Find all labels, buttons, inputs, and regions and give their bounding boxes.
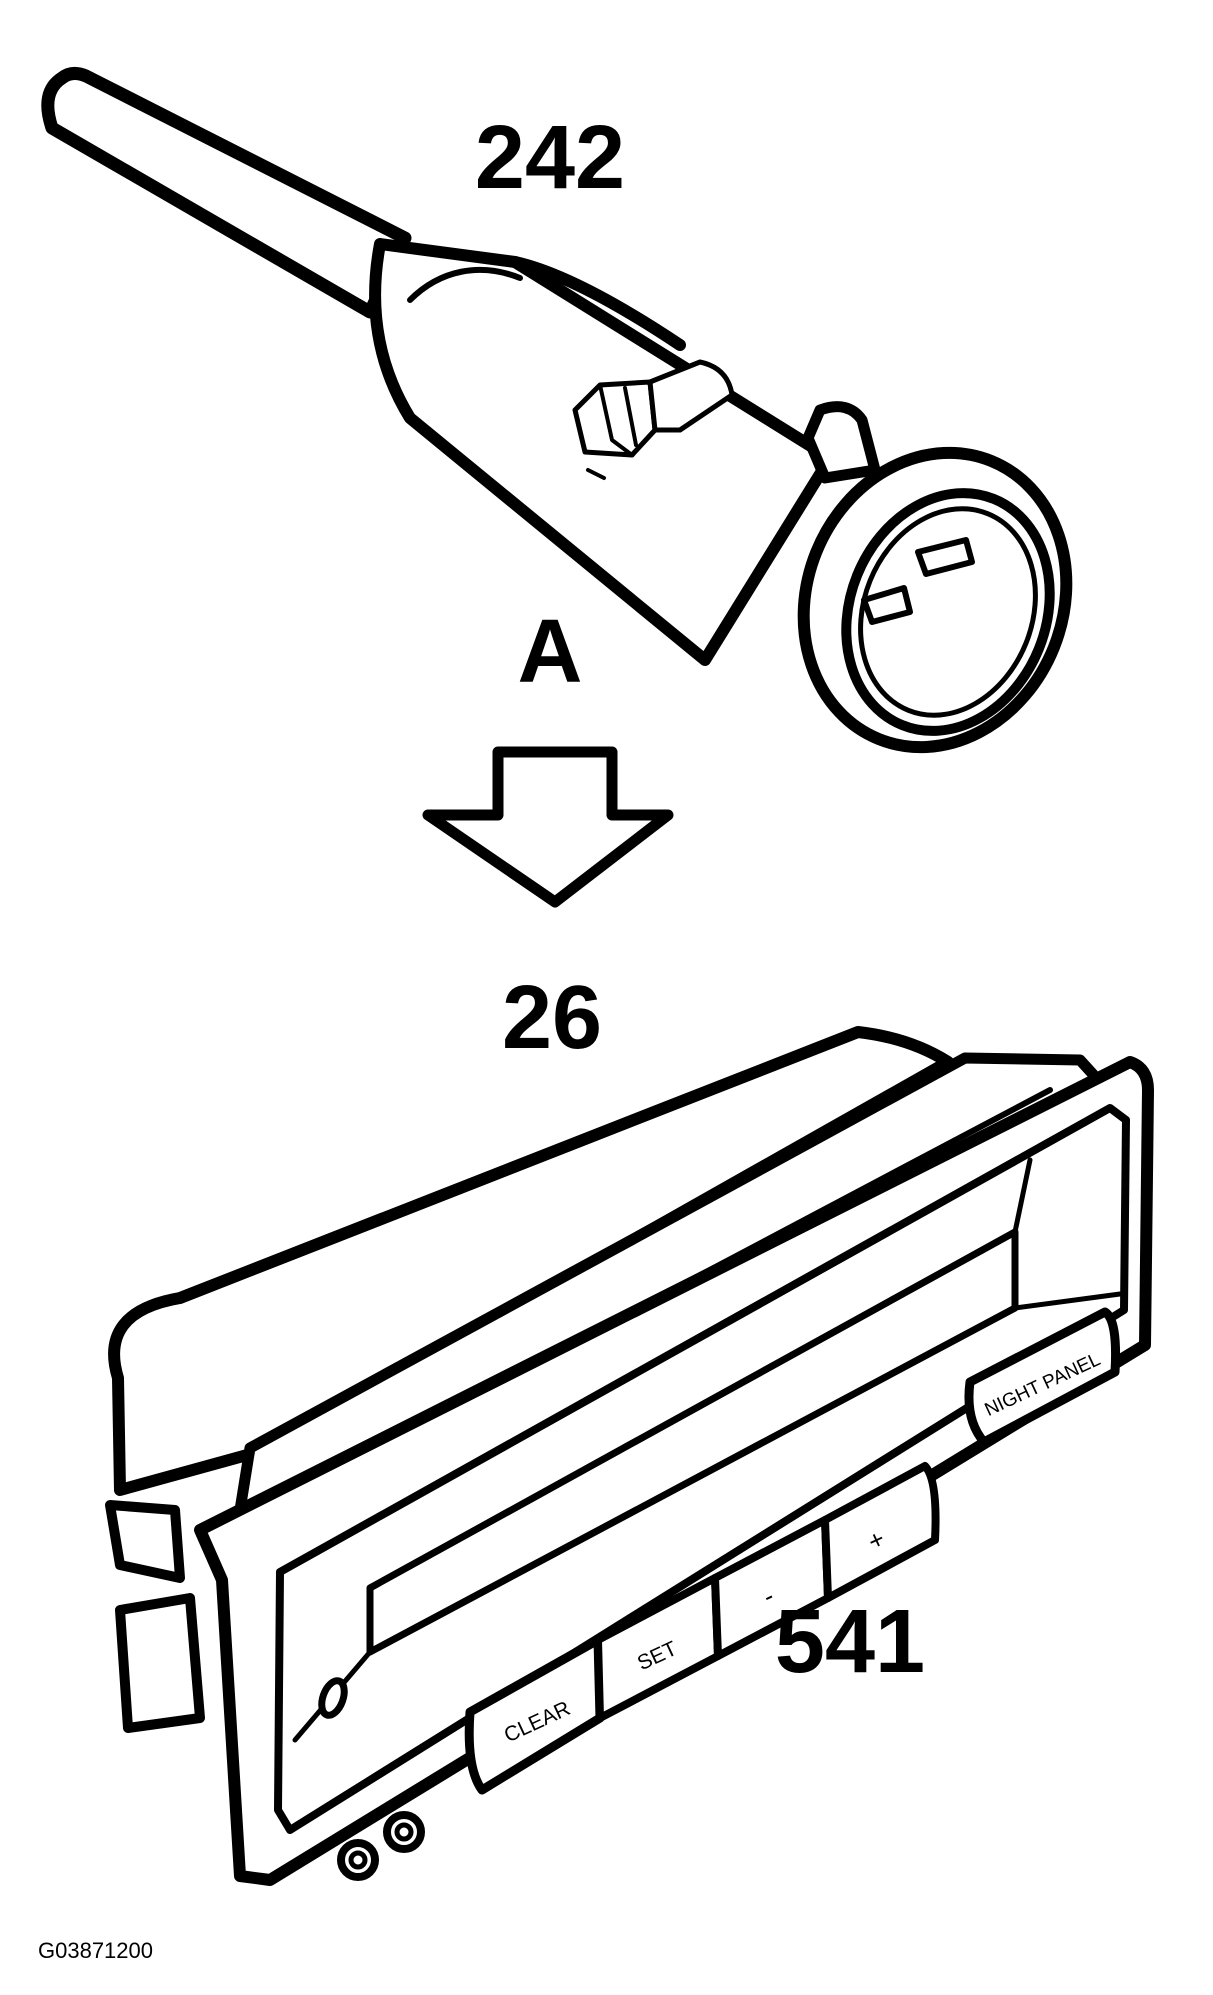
module-rear-housing <box>108 1026 954 1496</box>
plus-button[interactable] <box>821 1462 940 1602</box>
button-row: CLEAR SET - + NIGHT PANEL <box>464 1307 1121 1795</box>
connector-reference-label: 242 <box>475 108 625 208</box>
night-panel-button[interactable] <box>964 1307 1121 1447</box>
connector-latch <box>572 359 735 480</box>
view-letter-label: A <box>518 602 583 702</box>
connector-hook <box>802 401 881 484</box>
wiring-connector <box>41 66 1073 754</box>
connector-body-curve <box>407 266 523 303</box>
connector-face-rim <box>858 506 1038 718</box>
control-module: CLEAR SET - + NIGHT PANEL <box>105 1026 1154 1886</box>
figure-id: G03871200 <box>38 1938 153 1963</box>
module-side-tab-lower <box>115 1593 205 1733</box>
connector-pin-upper <box>915 537 975 577</box>
connector-cable <box>41 66 412 319</box>
connector-face-inner <box>841 488 1055 736</box>
trim-knob-left <box>337 1839 379 1881</box>
module-side-tab-upper <box>105 1500 185 1583</box>
connection-reference-label: 26 <box>502 968 602 1068</box>
indicator-led <box>318 1677 348 1719</box>
clear-button[interactable] <box>464 1635 605 1795</box>
trim-knob-right <box>383 1811 425 1853</box>
connector-pin-lower <box>861 585 913 625</box>
connector-body-edge <box>509 256 686 351</box>
module-reference-label: 541 <box>775 1592 925 1692</box>
down-arrow <box>422 746 674 908</box>
